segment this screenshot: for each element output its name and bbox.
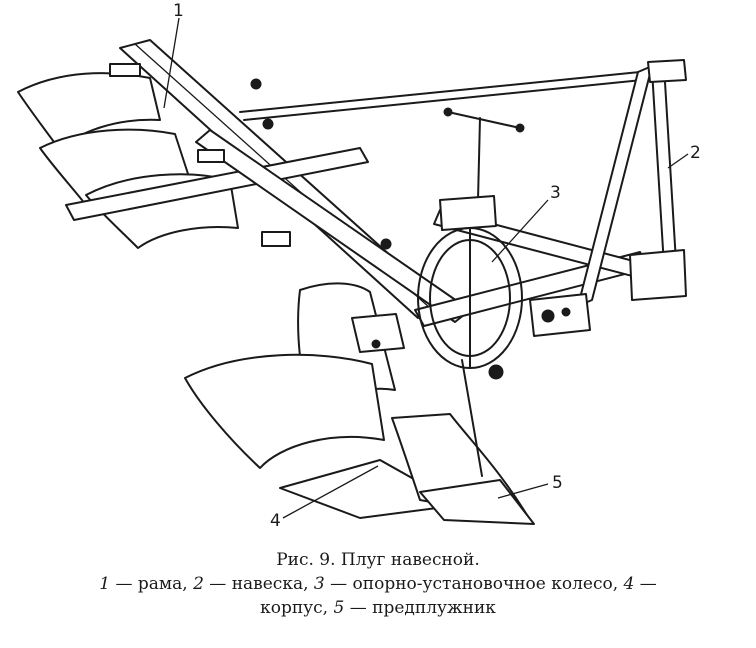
skimmer	[391, 359, 535, 525]
bolt-details	[109, 63, 392, 349]
caption-title: Рис. 9. Плуг навесной.	[276, 550, 480, 570]
svg-text:3: 3	[550, 183, 561, 203]
frame-beam	[65, 39, 471, 323]
plough-body-rear-1	[17, 72, 161, 151]
figure-caption: Рис. 9. Плуг навесной. 1 — рама, 2 — нав…	[0, 548, 756, 620]
caption-legend-line-1: 1 — рама, 2 — навеска, 3 — опорно-устано…	[99, 574, 657, 594]
callout-5: 5	[497, 473, 563, 499]
svg-text:4: 4	[270, 511, 281, 531]
plough-body-front	[184, 282, 461, 519]
callout-2: 2	[667, 143, 701, 169]
svg-text:5: 5	[552, 473, 563, 493]
svg-text:2: 2	[690, 143, 701, 163]
caption-legend-line-2: корпус, 5 — предплужник	[260, 598, 496, 618]
hitch-frame	[239, 59, 687, 337]
callout-3: 3	[491, 183, 561, 263]
callout-4: 4	[270, 465, 379, 531]
svg-text:1: 1	[173, 1, 184, 21]
callout-1: 1	[163, 1, 184, 109]
plough-illustration: 1 2 3 4 5	[17, 1, 701, 531]
depth-wheel-assembly	[417, 107, 525, 369]
